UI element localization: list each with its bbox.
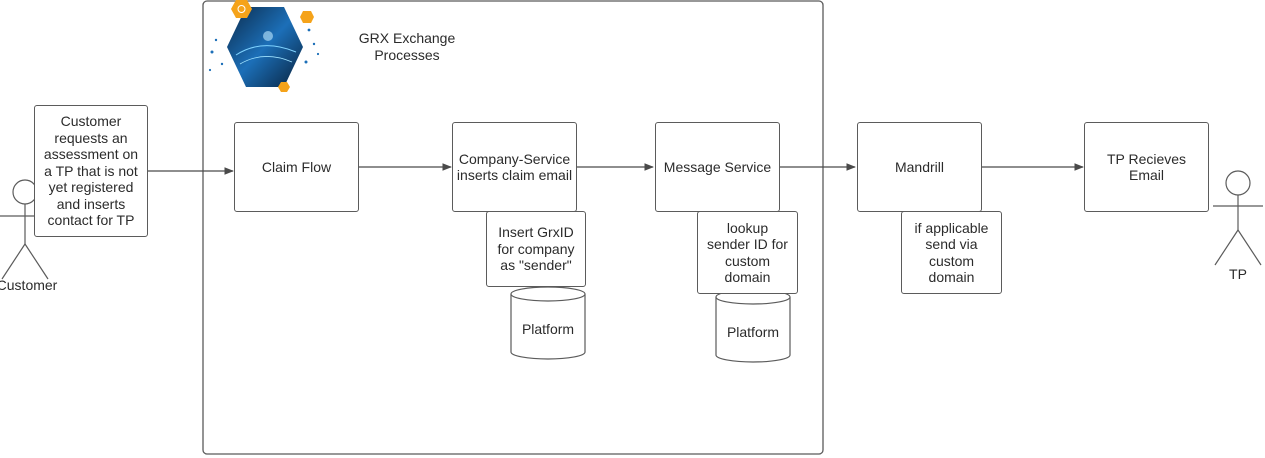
- mandrill-custom-domain-note: if applicable send via custom domain: [901, 211, 1002, 294]
- group-title: GRX Exchange Processes: [358, 30, 456, 63]
- platform-database-icon-1: [510, 286, 586, 360]
- tp-receives-email-box: TP Recieves Email: [1084, 122, 1209, 212]
- lookup-sender-note: lookup sender ID for custom domain: [697, 211, 798, 294]
- customer-actor-label: Customer: [0, 277, 58, 293]
- tp-actor-label: TP: [1229, 266, 1247, 282]
- grx-exchange-group-frame: [202, 0, 824, 455]
- message-service-box: Message Service: [655, 122, 780, 212]
- claim-flow-box: Claim Flow: [234, 122, 359, 212]
- tp-actor-icon: [1213, 170, 1263, 266]
- platform-database-label-1: Platform: [521, 321, 575, 337]
- mandrill-box: Mandrill: [857, 122, 982, 212]
- customer-note: Customer requests an assessment on a TP …: [34, 105, 148, 237]
- platform-database-label-2: Platform: [726, 324, 780, 340]
- grx-hexagon-logo-icon: [208, 0, 320, 92]
- company-service-box: Company-Service inserts claim email: [452, 122, 577, 212]
- insert-grxid-note: Insert GrxID for company as "sender": [486, 211, 586, 287]
